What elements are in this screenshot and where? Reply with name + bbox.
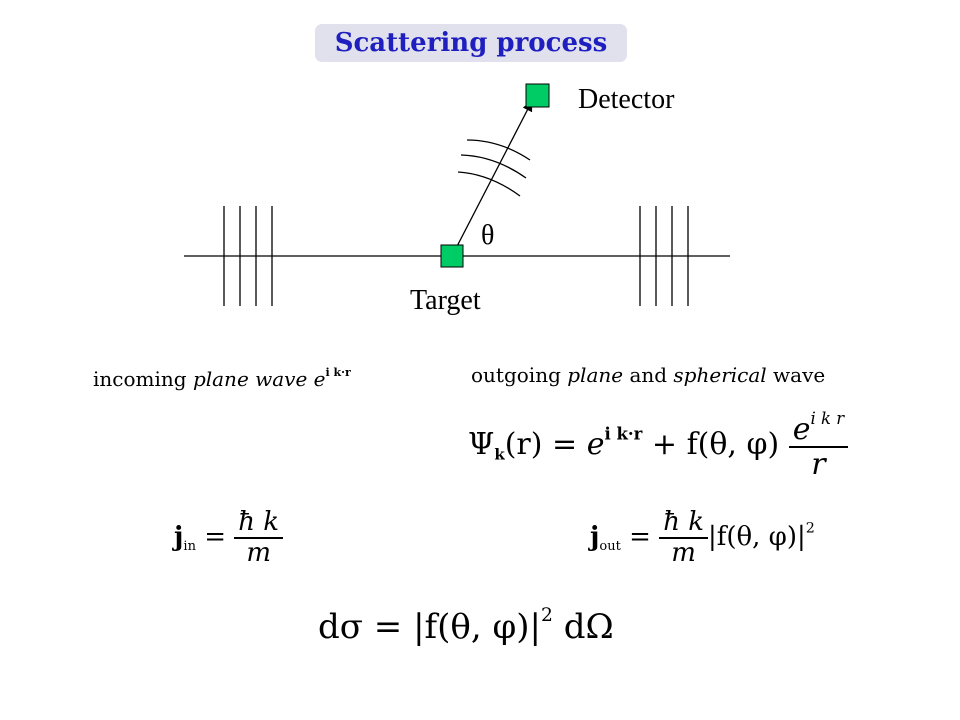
psi-equation: Ψk(r) = ei k·r + f(θ, φ) ei k r r <box>468 409 849 482</box>
j-out-tail-sup: 2 <box>805 520 815 537</box>
psi-fraction-denominator: r <box>811 446 826 482</box>
detector-label: Detector <box>578 84 675 115</box>
psi-num-base: e <box>792 411 811 447</box>
psi-symbol: Ψ <box>468 427 495 463</box>
psi-term1-sup: i k·r <box>604 424 643 444</box>
incoming-lead: incoming <box>93 366 187 391</box>
outgoing-text: outgoing plane and spherical wave <box>471 363 825 387</box>
j-in-symbol: j <box>174 522 184 553</box>
theta-label: θ <box>481 220 495 251</box>
psi-fraction-numerator: ei k r <box>788 409 849 448</box>
cross-section-rhs: dΩ <box>563 606 614 647</box>
j-out-tail: |f(θ, φ)| <box>707 522 806 553</box>
outgoing-wavefronts <box>639 206 689 306</box>
outgoing-lead: outgoing <box>471 363 561 387</box>
j-out-subscript: out <box>599 538 621 554</box>
psi-term1-base: e <box>586 427 605 463</box>
cross-section-sup: 2 <box>541 605 553 626</box>
psi-fraction: ei k r r <box>788 409 849 482</box>
outgoing-emph1: plane <box>567 363 624 387</box>
j-in-equation: jin = ħ k m <box>174 508 284 568</box>
incoming-text: incoming plane wave ei k·r <box>93 366 351 391</box>
j-out-fraction: ħ k m <box>659 508 708 568</box>
incoming-emph: plane wave <box>192 366 308 391</box>
scattered-ray <box>451 100 533 257</box>
spherical-wavefront <box>466 139 531 161</box>
psi-subscript: k <box>494 445 505 464</box>
j-out-symbol: j <box>590 522 600 553</box>
outgoing-tail: wave <box>773 363 826 387</box>
psi-plus-term: + f(θ, φ) <box>651 427 780 463</box>
incoming-wavefronts <box>223 206 273 306</box>
j-in-denominator: m <box>246 537 271 568</box>
j-out-numerator: ħ k <box>659 508 708 539</box>
j-out-equation: jout = ħ k m |f(θ, φ)|2 <box>590 508 815 568</box>
spherical-wavefronts <box>457 139 531 197</box>
spherical-wavefront <box>457 171 521 197</box>
psi-argument: (r) = <box>504 427 578 463</box>
outgoing-mid: and <box>629 363 668 387</box>
j-in-fraction: ħ k m <box>234 508 284 568</box>
incoming-exp-base: e <box>313 366 326 391</box>
j-in-numerator: ħ k <box>234 508 284 539</box>
j-out-denominator: m <box>671 537 696 568</box>
cross-section-equation: dσ = |f(θ, φ)|2 dΩ <box>318 605 614 647</box>
target-box <box>440 244 464 268</box>
spherical-wavefront <box>460 154 527 179</box>
cross-section-lhs: dσ = |f(θ, φ)| <box>318 606 541 647</box>
page-title: Scattering process <box>334 28 608 58</box>
j-in-subscript: in <box>183 538 196 554</box>
j-in-equals: = <box>204 522 227 553</box>
psi-num-sup: i k r <box>810 409 845 428</box>
target-label: Target <box>410 285 481 316</box>
incoming-exp-sup: i k·r <box>325 366 351 379</box>
title-banner: Scattering process <box>315 24 627 62</box>
j-out-equals: = <box>629 522 651 553</box>
outgoing-emph2: spherical <box>673 363 767 387</box>
detector-box <box>525 83 550 108</box>
